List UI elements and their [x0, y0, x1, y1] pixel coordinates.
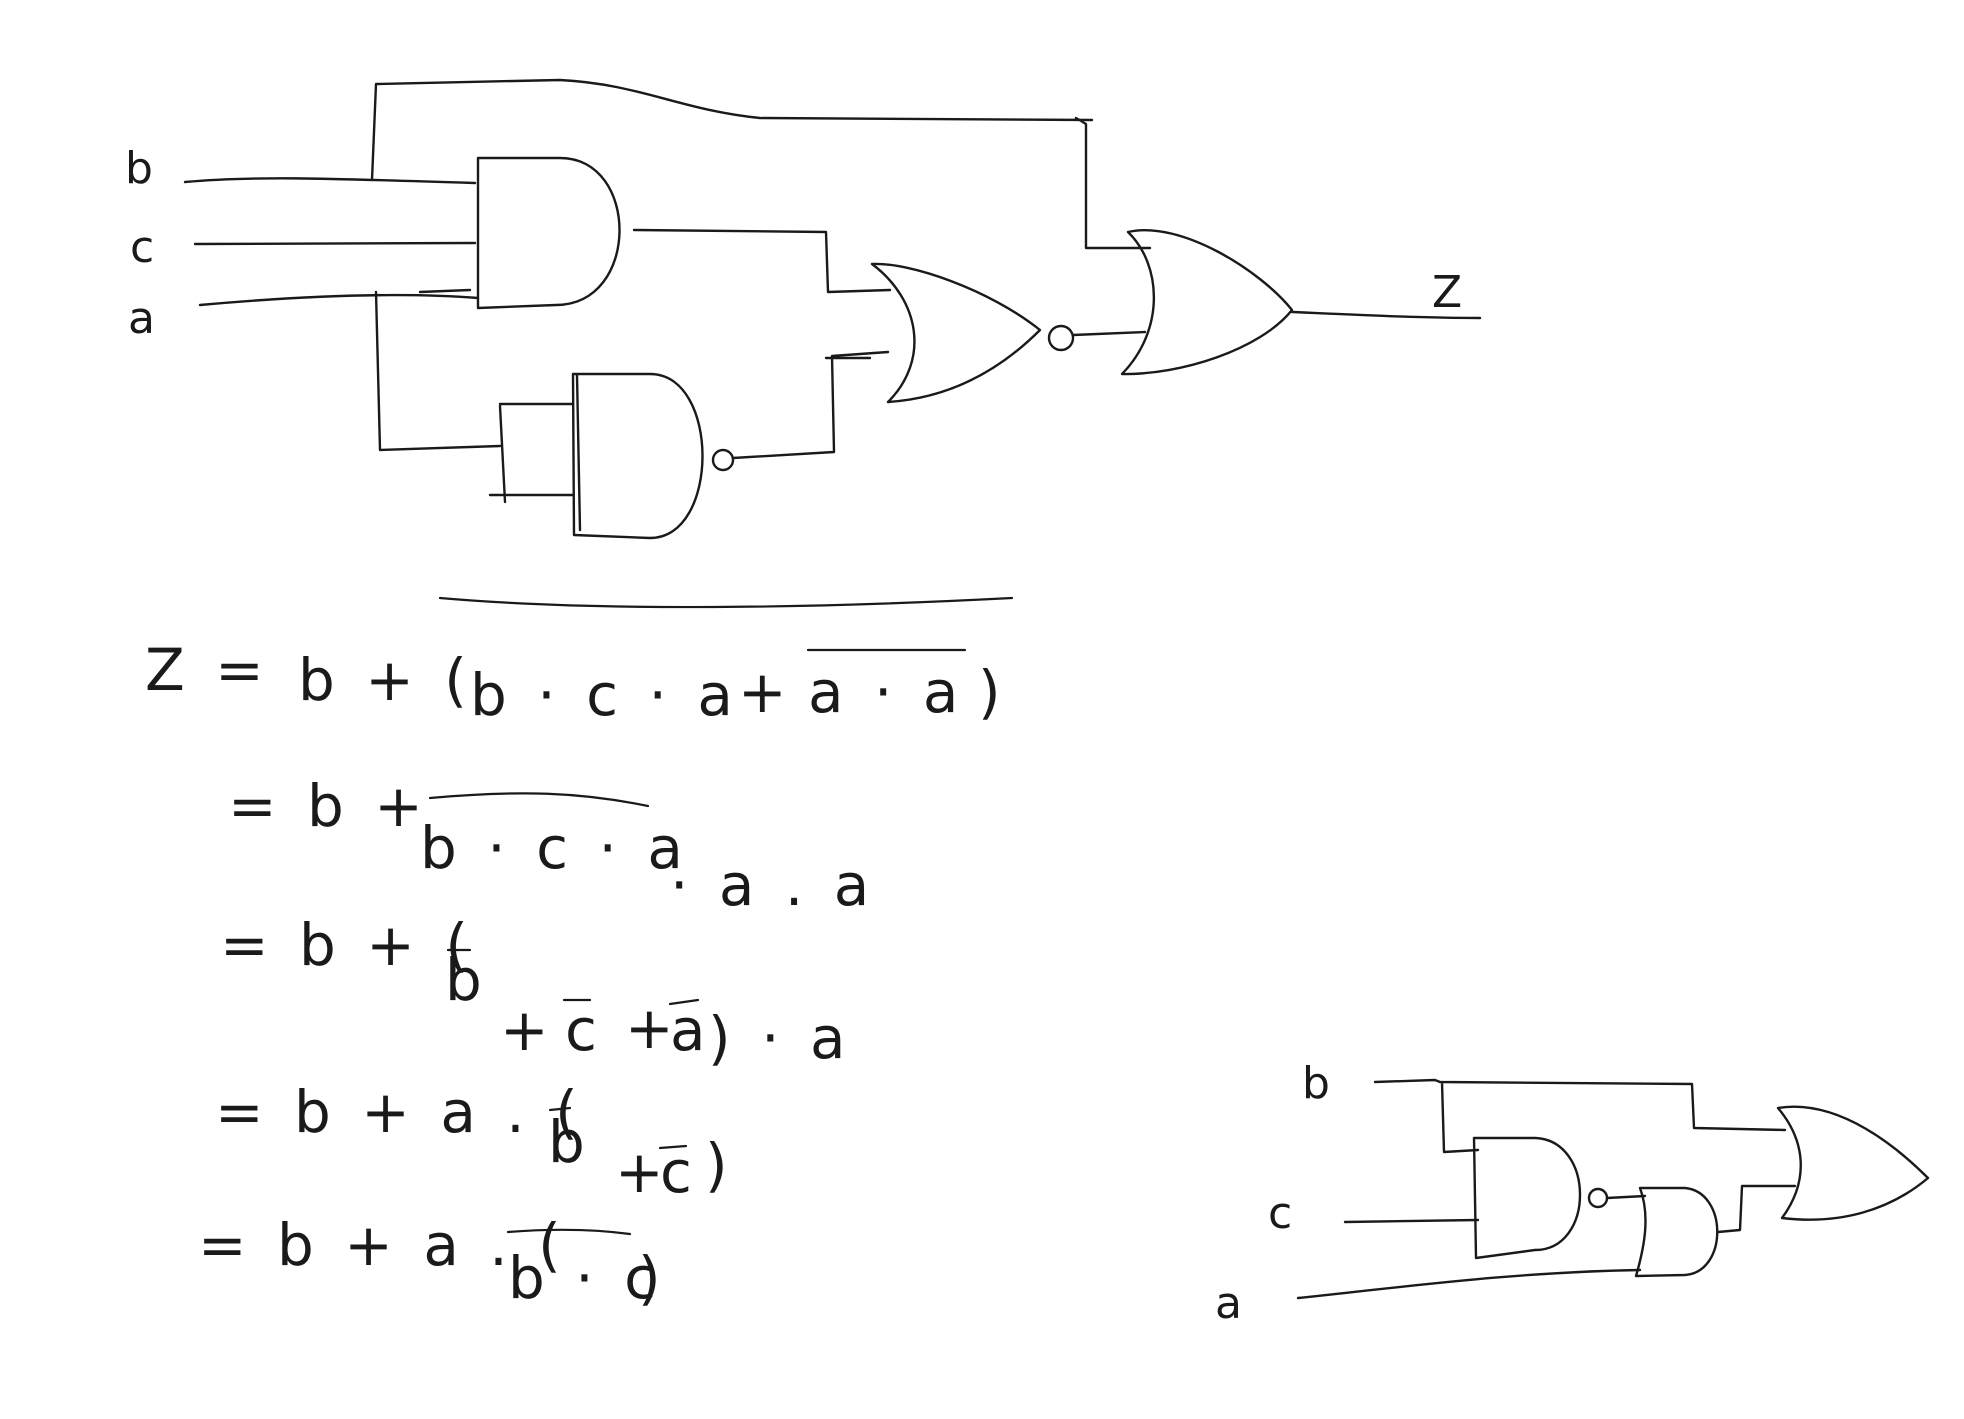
- c2-wire-and-out: [1716, 1184, 1797, 1234]
- wire-a: [198, 288, 480, 307]
- eq3-suffix: ) · a: [708, 1004, 851, 1072]
- nor-bubble: [1047, 324, 1075, 352]
- eq3-t2: c: [565, 996, 603, 1064]
- circuit-2: b c a: [1215, 1058, 1930, 1329]
- eq4-t2: c: [660, 1138, 698, 1206]
- c2-and-gate: [1634, 1186, 1719, 1278]
- eq1-overbar-long: [438, 596, 1014, 609]
- eq4-bar-b: [548, 1106, 572, 1112]
- input-a-label: a: [128, 293, 155, 344]
- eq1-term1: b · c · a: [470, 661, 739, 729]
- or-gate: [1120, 229, 1294, 376]
- c2-wire-nand-out: [1605, 1194, 1647, 1200]
- c2-wire-b: [1373, 1078, 1787, 1154]
- wire-b: [183, 177, 477, 185]
- wire-b-bypass: [370, 78, 1152, 250]
- and-gate-3input: [476, 156, 621, 310]
- eq1-rhs-prefix: b + (: [298, 646, 473, 714]
- eq4-t1: b: [548, 1108, 591, 1176]
- equations: Z = b + ( b · c · a + a · a ) = b + b · …: [145, 596, 1014, 1312]
- wire-a-down: [374, 290, 575, 504]
- eq1-lhs: Z =: [145, 636, 270, 704]
- c2-nand-gate: [1472, 1136, 1582, 1260]
- eq3-t1: b: [445, 946, 488, 1014]
- eq2-overbar: [428, 792, 650, 808]
- eq5-overbar: [506, 1228, 632, 1236]
- c2-input-c-label: c: [1268, 1188, 1292, 1239]
- wire-nand-out: [731, 350, 890, 460]
- c2-input-a-label: a: [1215, 1278, 1242, 1329]
- eq3-op1: +: [500, 996, 555, 1064]
- eq3-t3: a: [670, 996, 712, 1064]
- c2-nand-bubble: [1587, 1187, 1609, 1209]
- nand-bubble: [711, 448, 735, 472]
- wire-c: [193, 241, 477, 246]
- eq2-suffix: · a . a: [670, 851, 875, 919]
- wire-nor-out: [1071, 330, 1147, 337]
- c2-input-b-label: b: [1302, 1058, 1330, 1109]
- eq1-close: ): [978, 658, 1007, 726]
- eq4-close: ): [705, 1131, 734, 1199]
- nor-gate: [870, 262, 1042, 404]
- c2-wire-a: [1296, 1268, 1642, 1300]
- eq1-term2: a · a: [808, 658, 964, 726]
- wire-z-out: [1290, 310, 1482, 320]
- eq4-op1: +: [615, 1138, 670, 1206]
- c2-wire-c: [1343, 1218, 1480, 1224]
- wire-and-out: [632, 228, 892, 294]
- circuit-1: b c a Z: [125, 78, 1482, 540]
- eq4-bar-c: [658, 1144, 688, 1150]
- input-b-label: b: [125, 143, 153, 194]
- input-c-label: c: [130, 222, 154, 273]
- eq3-op2: +: [625, 994, 680, 1062]
- eq5-close: ): [638, 1244, 667, 1312]
- eq4-prefix: = b + a . (: [215, 1078, 584, 1146]
- c2-or-gate: [1776, 1105, 1930, 1221]
- eq5-prefix: = b + a . (: [198, 1211, 567, 1279]
- eq2-over: b · c · a: [420, 814, 689, 882]
- output-z-label: Z: [1432, 267, 1462, 318]
- eq3-prefix: = b + (: [220, 911, 474, 979]
- nand-gate: [571, 372, 704, 540]
- eq3-bar-a: [668, 998, 700, 1006]
- eq5-over: b · c: [508, 1244, 662, 1312]
- eq2-prefix: = b +: [228, 772, 429, 840]
- eq1-plus: +: [738, 658, 793, 726]
